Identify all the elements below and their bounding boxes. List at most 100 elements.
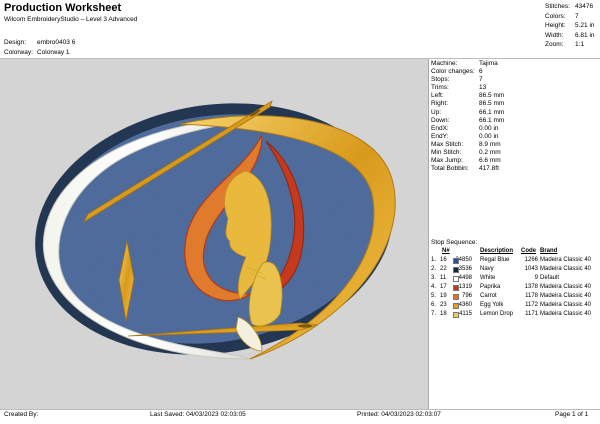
sequence-code: 1266 — [524, 257, 538, 263]
sequence-n: 17 — [440, 284, 447, 290]
color-swatch — [453, 285, 459, 291]
prop-min-stitch: Min Stitch:0.2 mm — [431, 149, 501, 157]
worksheet-title: Production Worksheet — [4, 2, 122, 14]
colorway-label: Colorway: — [4, 49, 33, 56]
footer-saved: Last Saved: 04/03/2023 02:03:05 — [150, 411, 246, 418]
prop-endx: EndX:0.00 in — [431, 124, 499, 132]
sequence-brand: Madeira Classic 40 — [540, 257, 592, 263]
stat-height: Height:5.21 in — [545, 22, 595, 30]
needle-eye-top — [249, 109, 261, 117]
embroidery-artwork — [35, 100, 396, 360]
sequence-code: 1043 — [524, 266, 538, 272]
sequence-n: 22 — [440, 266, 447, 272]
sequence-stop: 4. — [431, 284, 437, 290]
sequence-code: 9 — [534, 275, 538, 281]
sequence-stop: 3. — [431, 275, 437, 281]
sequence-desc: Paprika — [480, 284, 501, 290]
sequence-code: 1171 — [525, 311, 538, 317]
color-swatch — [453, 276, 459, 282]
col-n: N# — [442, 248, 450, 254]
panel-divider — [428, 59, 429, 409]
sequence-brand: Madeira Classic 40 — [540, 293, 592, 299]
footer-created: Created By: — [4, 411, 39, 418]
needle-small — [118, 240, 135, 322]
design-row: Design: embro0403 6 — [4, 39, 75, 46]
sequence-stop: 6. — [431, 302, 437, 308]
gold-arc — [179, 115, 396, 360]
sequence-n: 11 — [440, 275, 447, 281]
footer-divider — [0, 409, 600, 410]
sequence-n: 23 — [440, 302, 447, 308]
bead-strand — [245, 266, 267, 280]
praying-hands — [248, 261, 283, 327]
prop-total-bobbin: Total Bobbin:417.8ft — [431, 165, 499, 173]
sequence-num: 24850 — [455, 257, 472, 263]
face-profile — [224, 170, 272, 300]
stat-zoom: Zoom:1:1 — [545, 41, 585, 49]
design-value: embro0403 6 — [37, 39, 76, 46]
white-arc — [42, 118, 261, 360]
prop-trims: Trims:13 — [431, 84, 487, 92]
sequence-desc: Regal Blue — [480, 257, 510, 263]
stat-colors: Colors:7 — [545, 12, 579, 20]
prop-right: Right:86.5 mm — [431, 100, 505, 108]
sequence-brand: Madeira Classic 40 — [540, 266, 592, 272]
header-divider — [0, 58, 600, 59]
prop-down: Down:66.1 mm — [431, 116, 505, 124]
sequence-num: 1319 — [458, 284, 472, 290]
color-swatch — [453, 312, 459, 318]
prop-endy: EndY:0.00 in — [431, 132, 499, 140]
needle-top — [83, 100, 273, 224]
sequence-desc: Lemon Drop — [480, 311, 514, 317]
sequence-code: 1178 — [525, 293, 538, 299]
needle-eye-bottom — [298, 324, 312, 328]
sequence-n: 18 — [440, 311, 447, 317]
sequence-n: 19 — [440, 293, 447, 299]
sequence-num: 4115 — [459, 311, 472, 317]
sequence-stop: 1. — [431, 257, 437, 263]
hands-cuff — [235, 316, 263, 352]
col-brand: Brand — [540, 248, 558, 254]
color-swatch — [453, 303, 459, 309]
design-preview — [0, 59, 428, 409]
stop-sequence-title: Stop Sequence: — [431, 239, 478, 246]
footer-page: Page 1 of 1 — [555, 411, 589, 418]
software-subtitle: Wilcom EmbroideryStudio – Level 3 Advanc… — [4, 16, 138, 23]
color-swatch — [453, 267, 459, 273]
sequence-n: 16 — [440, 257, 447, 263]
prop-machine: Machine:Tajima — [431, 60, 498, 67]
prop-up: Up:66.1 mm — [431, 108, 505, 116]
color-swatch — [453, 258, 459, 264]
sequence-desc: Navy — [480, 266, 494, 272]
sequence-desc: Egg Yolk — [480, 302, 504, 308]
colorway-value: Colorway 1 — [37, 49, 70, 56]
sequence-stop: 5. — [431, 293, 437, 299]
sequence-brand: Default — [540, 275, 560, 281]
sequence-code: 1172 — [525, 302, 538, 308]
prop-max-stitch: Max Stitch:8.9 mm — [431, 140, 501, 148]
sequence-num: 4360 — [458, 302, 472, 308]
sequence-num: 3536 — [458, 266, 472, 272]
sequence-brand: Madeira Classic 40 — [540, 302, 592, 308]
color-swatch — [453, 294, 459, 300]
sequence-stop: 2. — [431, 266, 437, 272]
sequence-brand: Madeira Classic 40 — [540, 284, 592, 290]
sequence-desc: Carrot — [480, 293, 497, 299]
prop-left: Left:86.5 mm — [431, 92, 505, 100]
stat-stitches: Stitches:43476 — [545, 3, 594, 10]
sequence-brand: Madeira Classic 40 — [540, 311, 592, 317]
design-label: Design: — [4, 39, 27, 46]
stat-width: Width:6.81 in — [545, 31, 595, 39]
col-description: Description — [480, 248, 514, 254]
sequence-desc: White — [480, 275, 496, 281]
prop-stops: Stops:7 — [431, 76, 483, 84]
colorway-row: Colorway: Colorway 1 — [4, 49, 70, 56]
sequence-code: 1378 — [524, 284, 538, 290]
